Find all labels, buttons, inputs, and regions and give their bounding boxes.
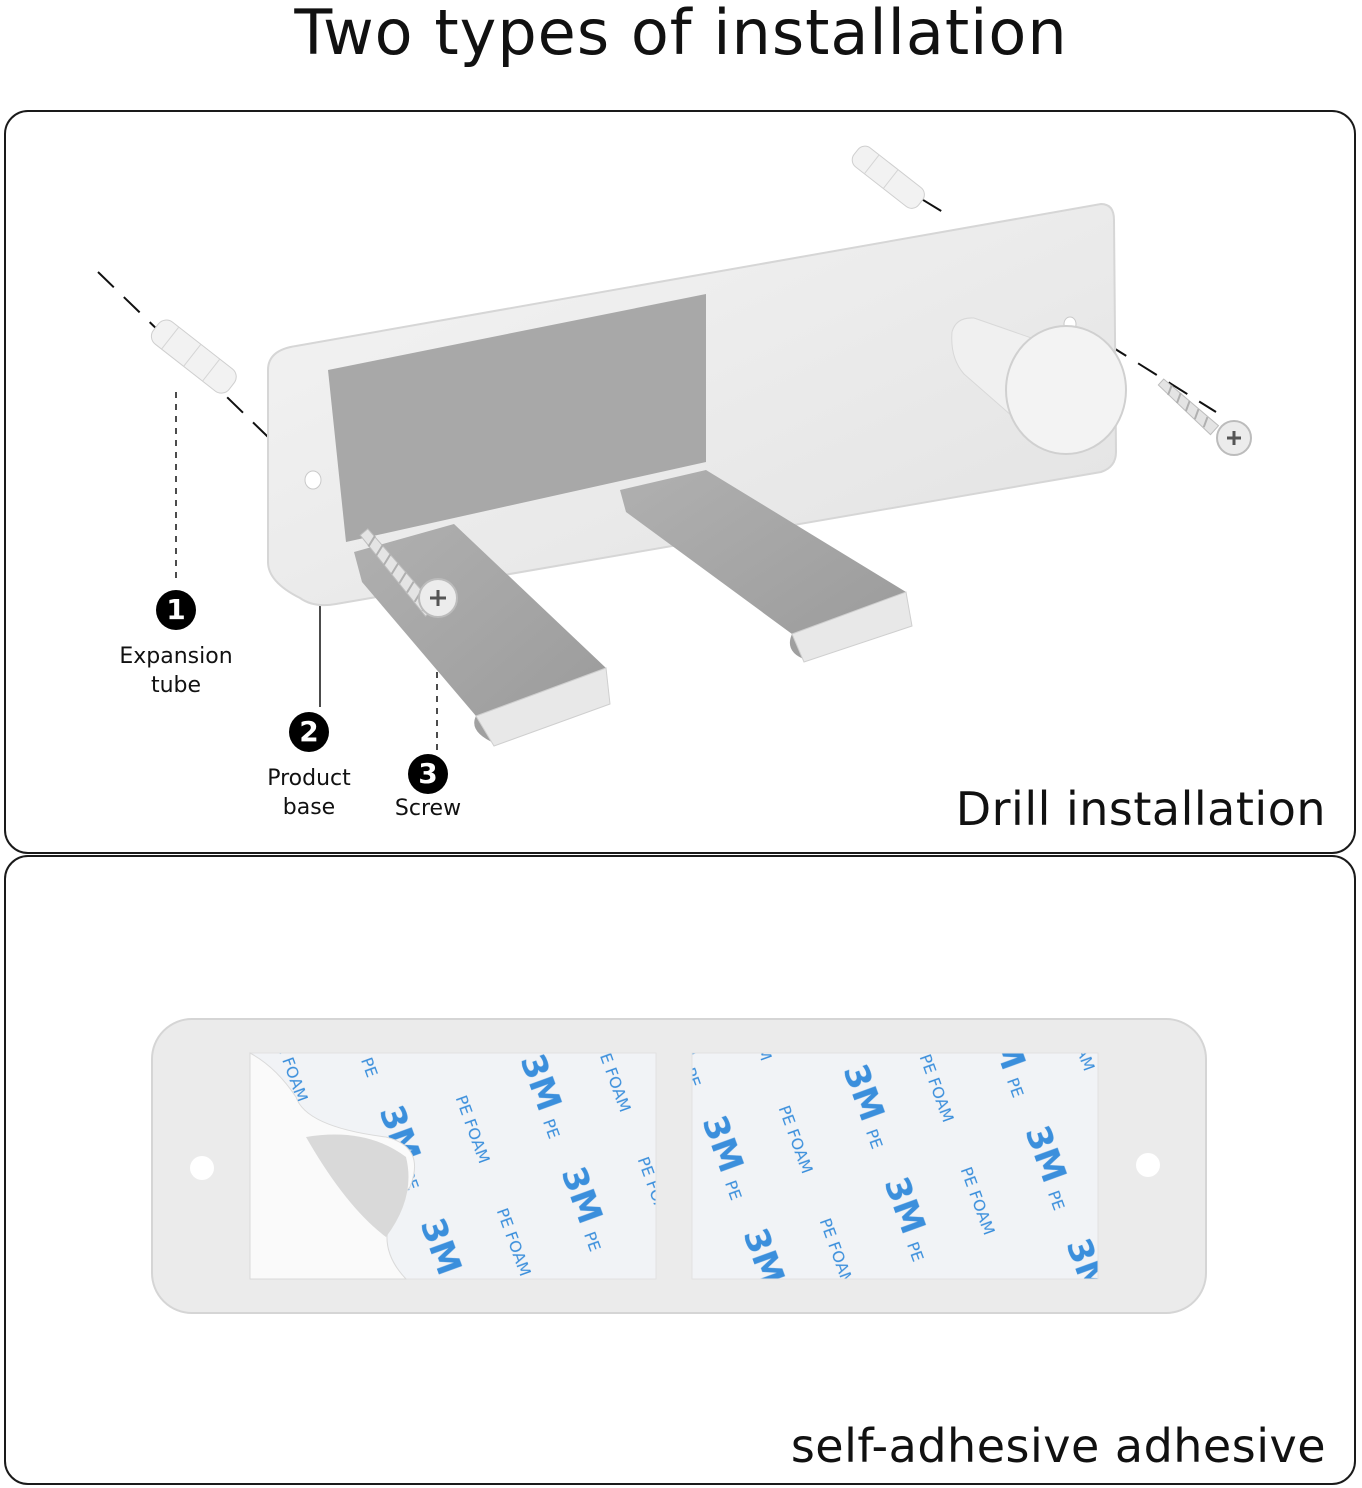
adhesive-installation-illustration: 3M PE PE FOAM <box>151 1018 1207 1314</box>
adhesive-installation-panel: 3M PE PE FOAM self-adhesive adhesive <box>4 855 1356 1485</box>
adhesive-tape-right <box>691 1052 1099 1280</box>
adhesive-tape-left <box>249 1052 657 1280</box>
round-hook <box>951 317 1127 455</box>
part-number-badge: 1 <box>156 590 196 630</box>
screw-head-right <box>1216 420 1252 456</box>
product-base-plate <box>267 202 1118 607</box>
part-number-badge: 3 <box>408 754 448 794</box>
hook-arm-2 <box>620 470 913 663</box>
page-title: Two types of installation <box>294 0 1068 69</box>
drill-installation-illustration <box>97 145 1252 752</box>
part-number-badge: 2 <box>289 712 329 752</box>
screw-head-left <box>418 578 458 618</box>
screw-left <box>359 528 437 617</box>
part-label: Screw <box>394 796 462 821</box>
drill-installation-label: Drill installation <box>955 782 1326 836</box>
screw-right <box>1157 378 1220 436</box>
expansion-tube-left <box>150 319 237 394</box>
expansion-tube-right <box>851 145 925 209</box>
part-screw: 3 Screw <box>376 754 480 823</box>
adhesive-installation-label: self-adhesive adhesive <box>790 1419 1326 1473</box>
hook-arm-1 <box>354 524 611 747</box>
